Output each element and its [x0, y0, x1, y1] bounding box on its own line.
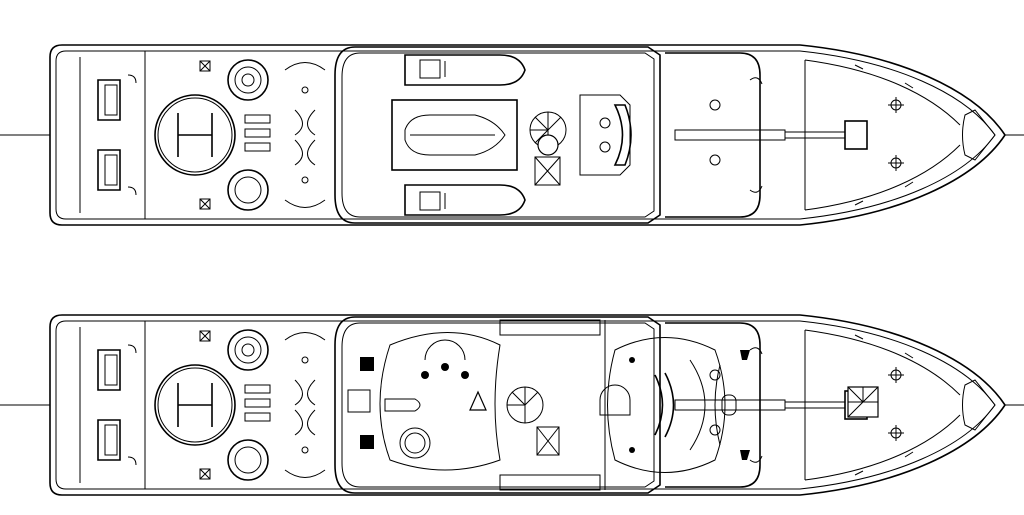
- hull-outline: [49, 44, 1006, 226]
- spiral-stair-icon: [469, 386, 544, 424]
- main-deck-plan: [49, 314, 1006, 496]
- elevator: [534, 156, 561, 186]
- spiral-stair-icon: [529, 111, 567, 156]
- upper-deck-plan: [49, 44, 1006, 226]
- tender-boat-icon: [404, 184, 526, 216]
- spiral-stair-icon: [847, 386, 879, 418]
- dining-area: [347, 332, 501, 471]
- elevator: [536, 426, 560, 456]
- tender-boat-icon: [404, 54, 526, 86]
- salon: [599, 337, 750, 473]
- center-lines: [0, 134, 1024, 406]
- boat-garage: [391, 99, 518, 171]
- sky-lounge: [579, 94, 632, 176]
